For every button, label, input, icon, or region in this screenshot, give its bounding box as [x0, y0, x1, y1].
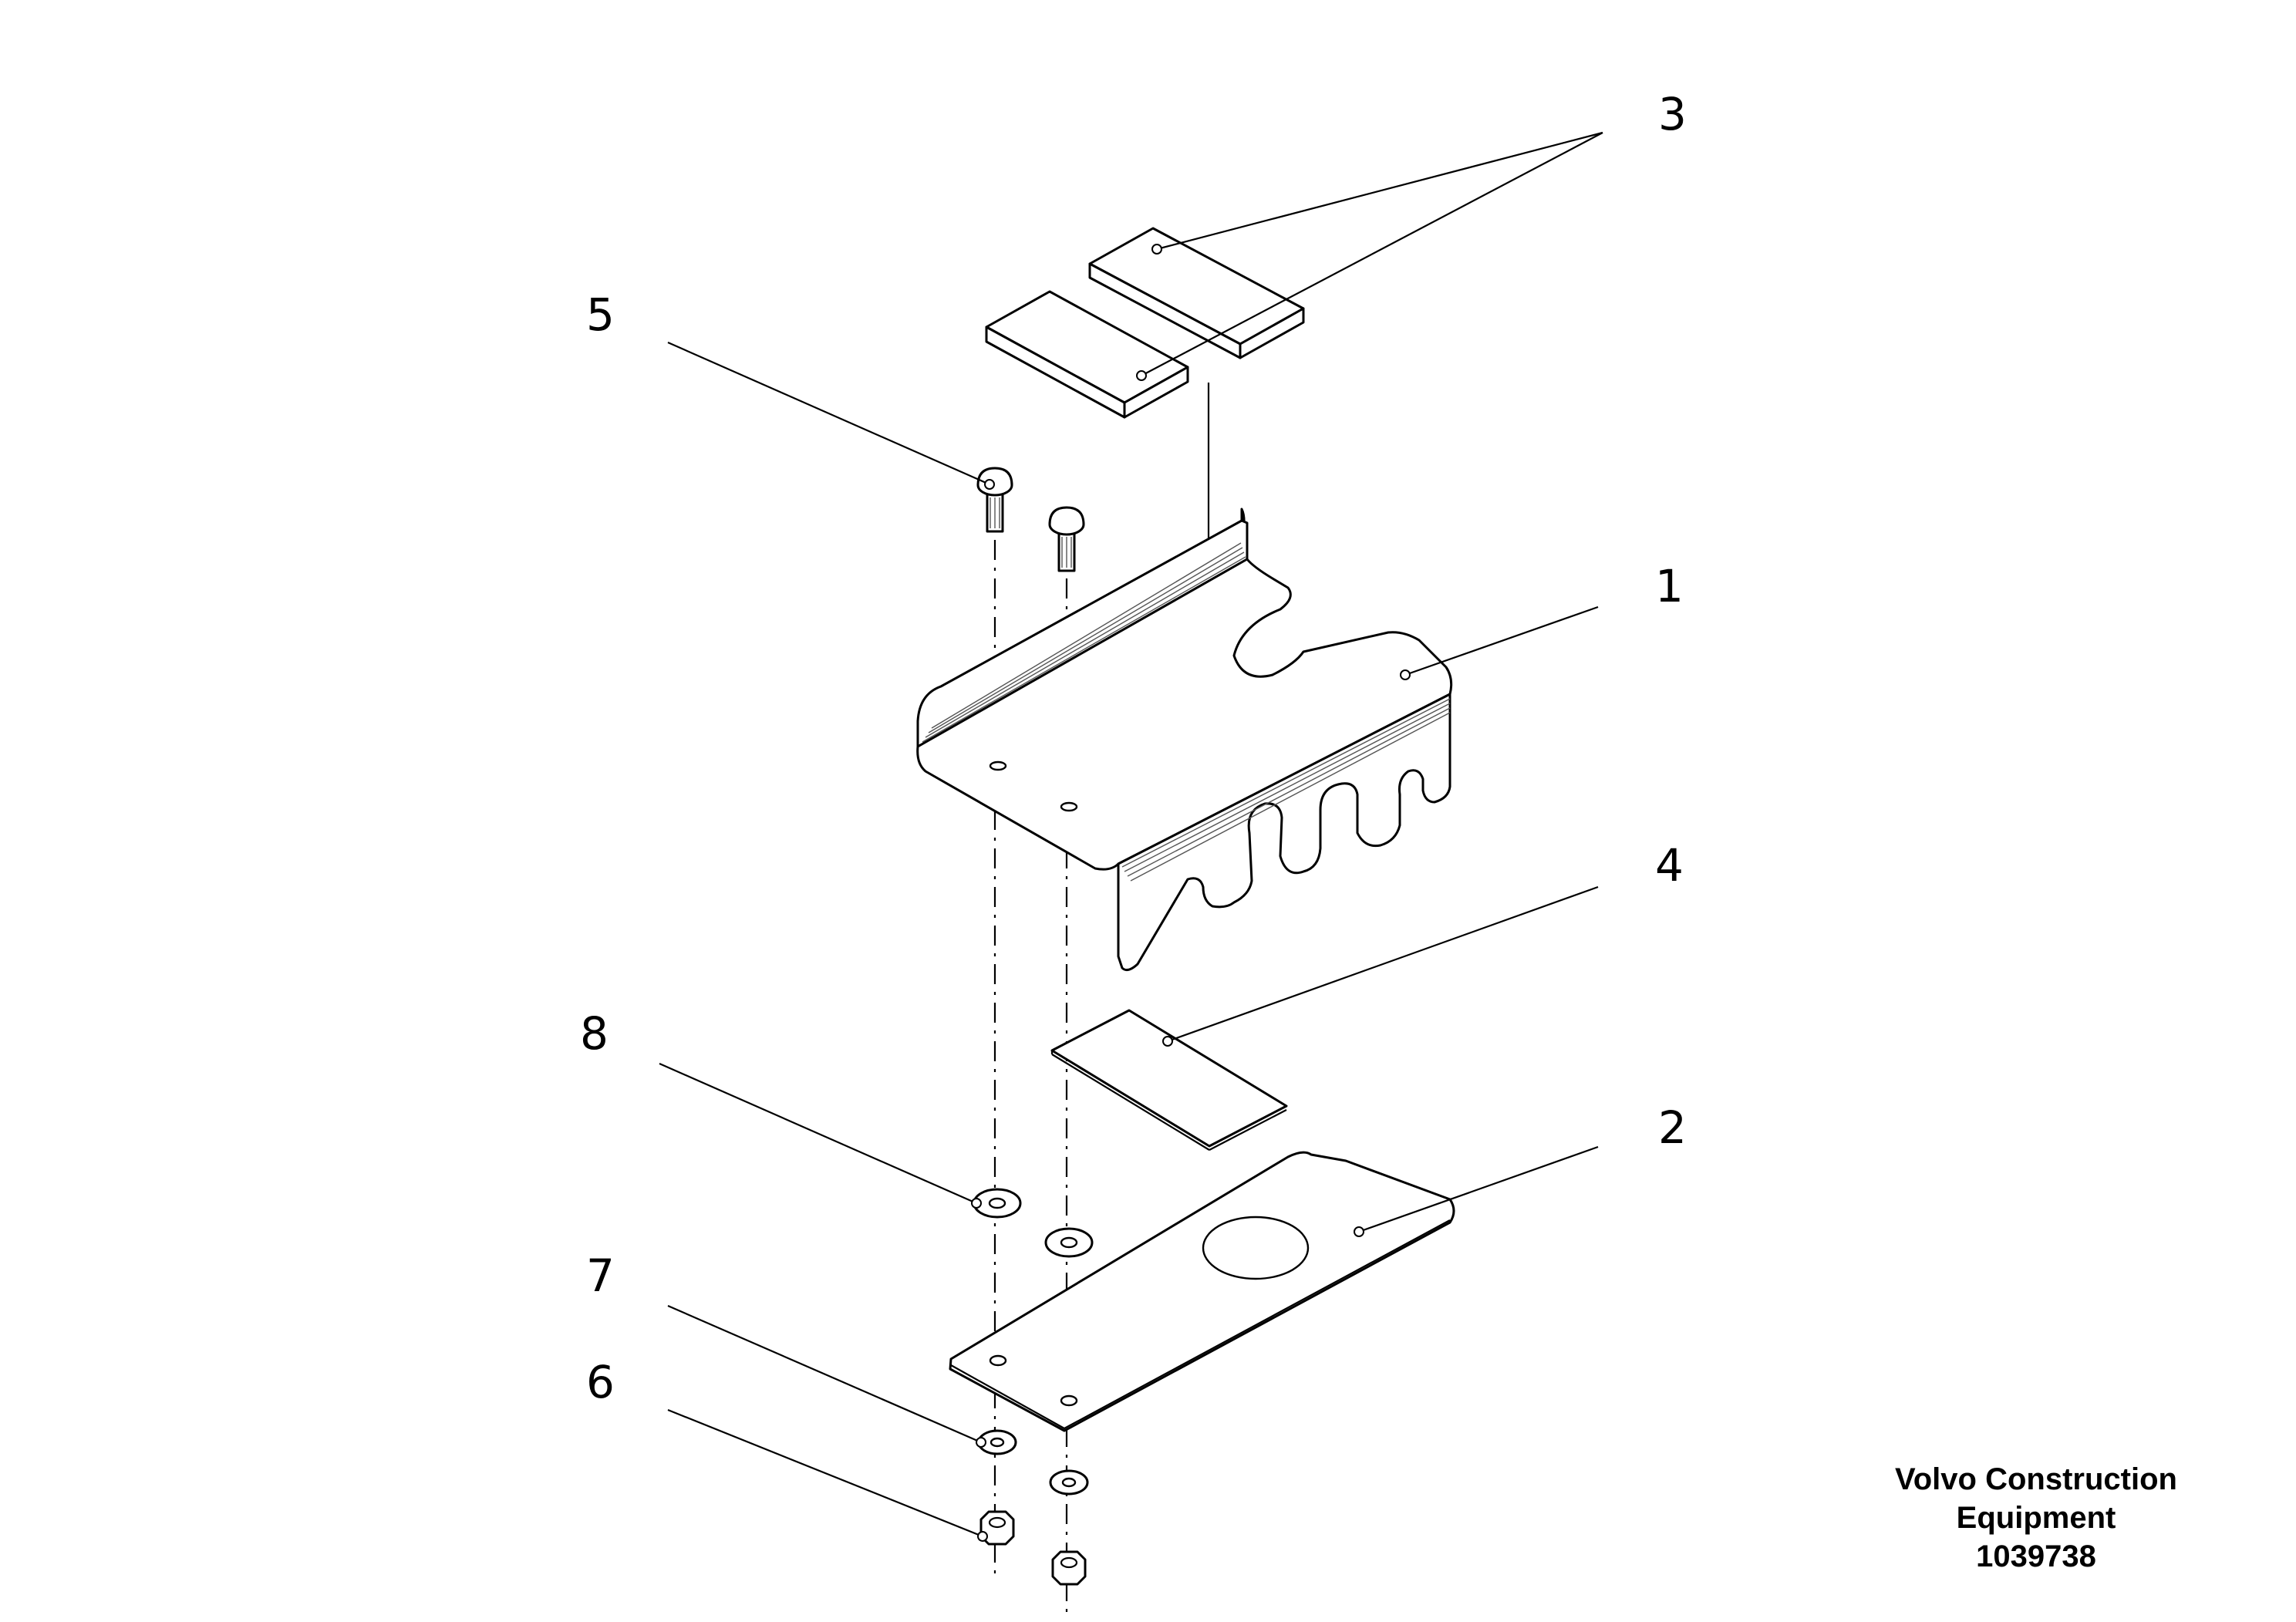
part-6-nuts [979, 1510, 1087, 1586]
part-8-washers [973, 1188, 1094, 1258]
callout-4: 4 [1655, 839, 1684, 892]
callout-7: 7 [586, 1249, 615, 1302]
callout-6: 6 [586, 1356, 615, 1408]
part-4-plate [1050, 1009, 1288, 1151]
bolt-right [1048, 506, 1085, 572]
pad-upper [1088, 227, 1305, 359]
callout-2: 2 [1658, 1101, 1687, 1154]
part-7-washers [977, 1429, 1089, 1496]
callout-5: 5 [586, 288, 615, 341]
part-2-base-plate [949, 1151, 1455, 1432]
leader-lines [659, 131, 1603, 1542]
part-1-bracket [916, 508, 1453, 972]
title-block-company-line2: Equipment [1956, 1501, 2116, 1535]
part-3-pads [985, 227, 1305, 419]
callout-8: 8 [580, 1007, 609, 1060]
title-block-company-line1: Volvo Construction [1895, 1462, 2177, 1496]
callout-1: 1 [1655, 560, 1684, 612]
bolt-left [976, 467, 1013, 533]
title-block: Volvo Construction Equipment 1039738 [1851, 1460, 2221, 1576]
callout-3: 3 [1658, 88, 1687, 140]
title-block-doc-number: 1039738 [1976, 1539, 2096, 1573]
